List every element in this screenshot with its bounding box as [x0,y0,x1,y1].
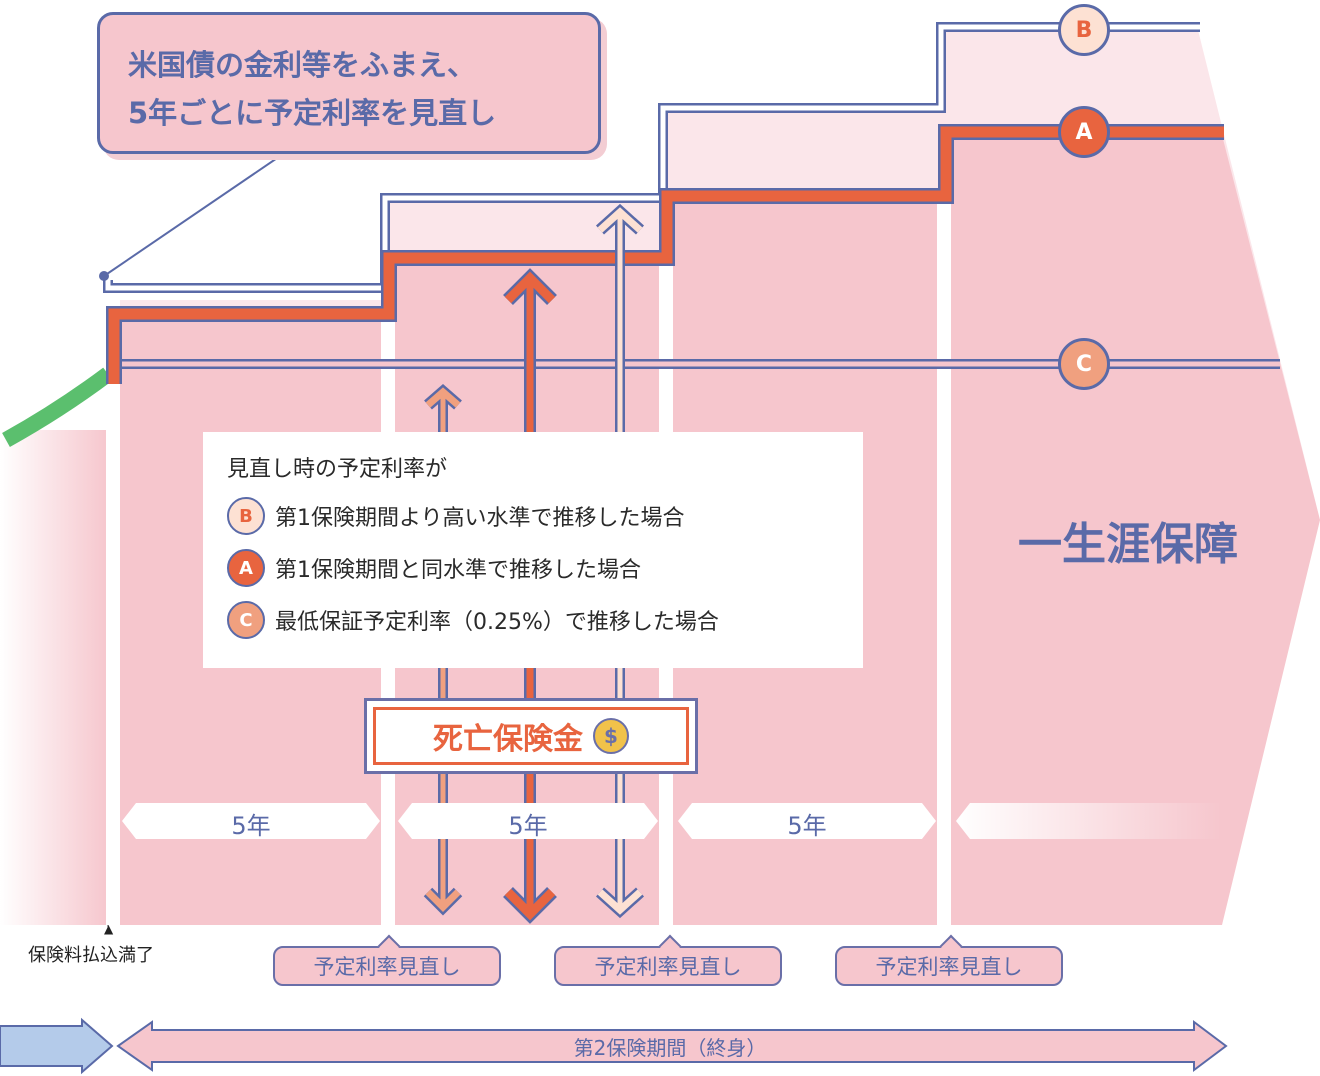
first-period-arrow [0,1017,114,1075]
premium-period-fade [0,430,108,925]
premium-end-triangle-icon: ▲ [104,922,114,936]
review-badge-1: 予定利率見直し [273,946,501,986]
upper-band-b [108,30,1320,520]
review-badge-3: 予定利率見直し [835,946,1063,986]
callout-box: 米国債の金利等をふまえ、 5年ごとに予定利率を見直し [97,12,601,154]
legend-badge-b: B [227,497,265,535]
dollar-coin-icon: $ [593,718,629,754]
legend-box: 見直し時の予定利率が B 第1保険期間より高い水準で推移した場合 A 第1保険期… [203,432,863,668]
legend-text-c: 最低保証予定利率（0.25%）で推移した場合 [275,610,719,635]
period-label-3: 5年 [787,812,827,840]
death-benefit-box: 死亡保険金 $ [364,698,698,774]
legend-text-b: 第1保険期間より高い水準で推移した場合 [275,506,685,531]
legend-badge-c: C [227,601,265,639]
legend-item-a: A 第1保険期間と同水準で推移した場合 [227,542,863,594]
premium-end-label: 保険料払込満了 [28,945,154,966]
review-label-2: 予定利率見直し [594,955,742,979]
period-label-1: 5年 [231,812,271,840]
legend-item-b: B 第1保険期間より高い水準で推移した場合 [227,490,863,542]
callout-pointer-dot [99,271,109,281]
line-c-marker: C [1058,338,1110,390]
review-label-1: 予定利率見直し [313,955,461,979]
lifetime-coverage-label: 一生涯保障 [1018,519,1238,570]
premium-growth-line [2,367,113,447]
period-label-2: 5年 [508,812,548,840]
legend-heading: 見直し時の予定利率が [227,457,448,482]
second-period-label: 第2保険期間（終身） [573,1036,767,1060]
legend-text-a: 第1保険期間と同水準で推移した場合 [275,558,641,583]
callout-line-2: 5年ごとに予定利率を見直し [128,96,497,130]
legend-item-c: C 最低保証予定利率（0.25%）で推移した場合 [227,594,863,646]
review-badge-2: 予定利率見直し [554,946,782,986]
period-bars [122,803,1222,839]
legend-badge-a: A [227,549,265,587]
death-benefit-label: 死亡保険金 [433,722,583,757]
line-b-marker: B [1058,4,1110,56]
second-period-arrow [116,1020,1228,1072]
line-a-marker: A [1058,106,1110,158]
callout-pointer [103,151,287,277]
callout-line-1: 米国債の金利等をふまえ、 [128,48,477,82]
review-label-3: 予定利率見直し [875,955,1023,979]
line-a [106,124,1224,384]
